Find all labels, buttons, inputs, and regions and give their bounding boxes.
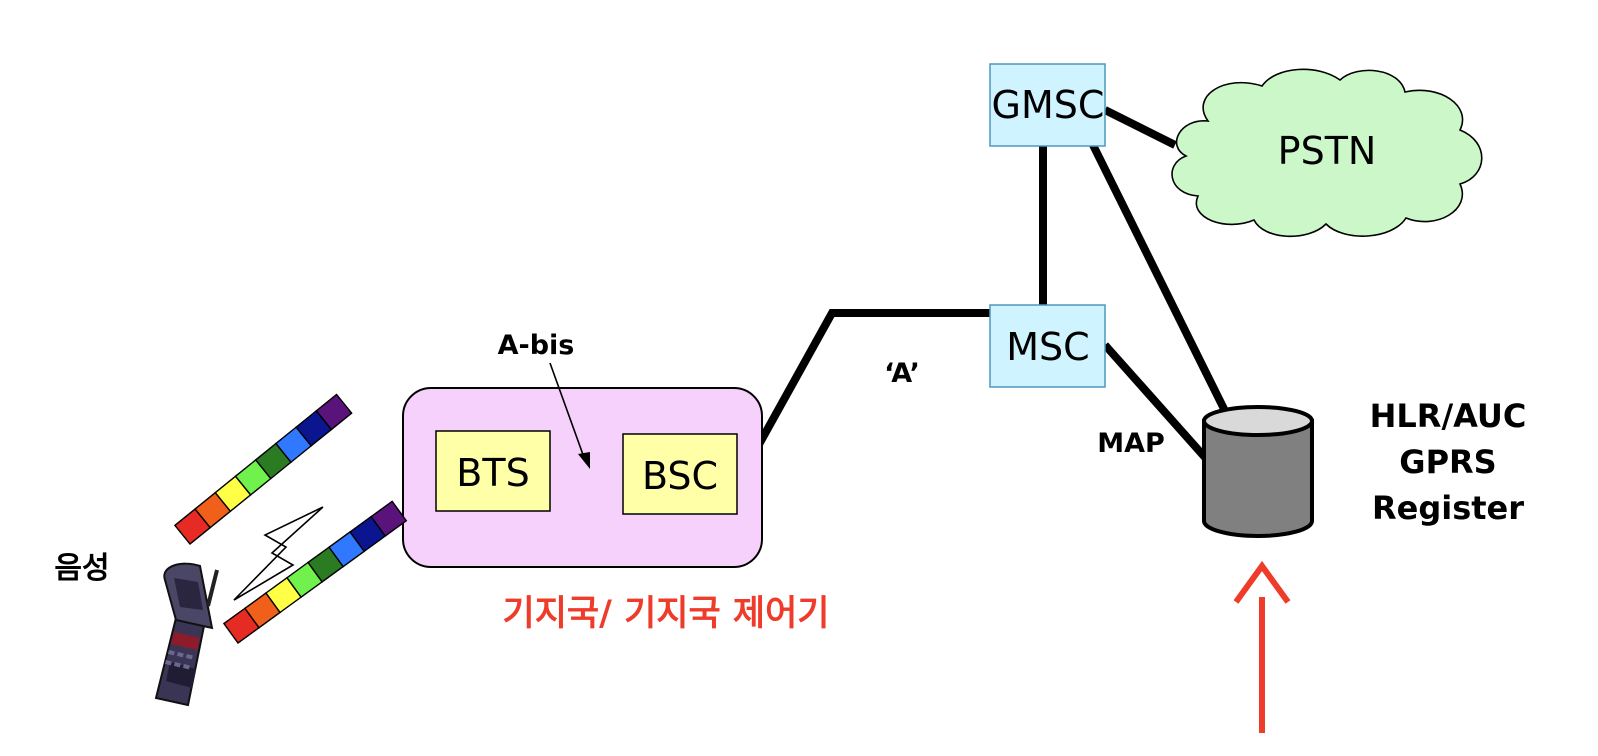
voice-label: 음성 bbox=[54, 551, 109, 586]
gmsc-box bbox=[989, 63, 1106, 147]
link-gmsc-pstn bbox=[1103, 106, 1177, 149]
radio-lightning-icon bbox=[233, 506, 324, 601]
bts-box bbox=[435, 430, 551, 512]
hlr-line-2: GPRS bbox=[1399, 443, 1496, 481]
signal-band-lower bbox=[222, 500, 408, 644]
pointer-arrow-icon bbox=[1233, 560, 1291, 733]
bsc-box bbox=[622, 433, 738, 515]
link-msc-register-map bbox=[1102, 342, 1213, 466]
signal-band-upper bbox=[173, 393, 353, 545]
link-gmsc-register bbox=[1089, 143, 1232, 419]
msc-box bbox=[989, 304, 1106, 388]
base-station-caption: 기지국/ 기지국 제어기 bbox=[503, 594, 830, 634]
a-interface-label: ‘A’ bbox=[884, 358, 920, 389]
msc-label: MSC bbox=[1006, 325, 1089, 369]
pstn-label: PSTN bbox=[1278, 129, 1377, 173]
pstn-cloud-icon bbox=[1171, 68, 1483, 238]
signal-band-segment bbox=[370, 500, 408, 538]
link-bsc-msc-a-interface bbox=[733, 309, 990, 486]
abis-label: A-bis bbox=[498, 330, 575, 361]
gmsc-label: GMSC bbox=[992, 83, 1105, 127]
connection-lines bbox=[550, 106, 1232, 486]
database-cylinder-icon bbox=[1202, 405, 1314, 538]
hlr-line-1: HLR/AUC bbox=[1370, 397, 1527, 435]
mobile-phone-icon bbox=[154, 562, 219, 707]
map-label: MAP bbox=[1097, 428, 1165, 459]
hlr-line-3: Register bbox=[1372, 489, 1524, 527]
bts-label: BTS bbox=[456, 451, 529, 495]
bsc-label: BSC bbox=[642, 454, 718, 498]
abis-pointer-icon bbox=[549, 362, 590, 469]
signal-band-segment bbox=[315, 393, 353, 431]
